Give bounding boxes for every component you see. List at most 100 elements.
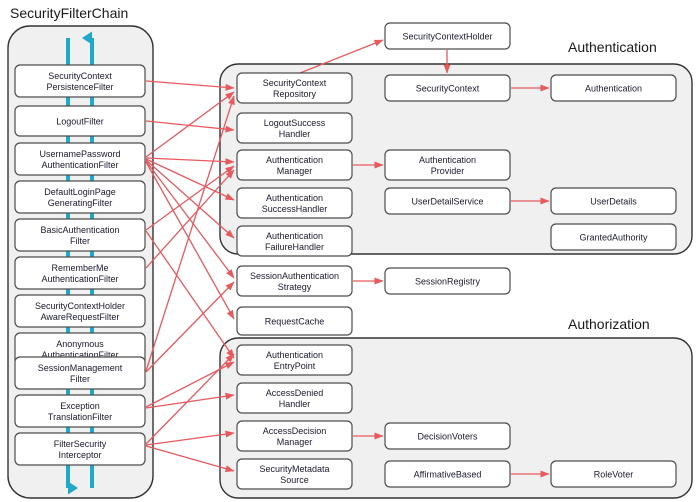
component-box-label: Authentication xyxy=(266,350,323,360)
filter-box-label: AuthenticationFilter xyxy=(41,160,118,170)
edge-f1-scr xyxy=(145,80,235,91)
filter-box-label: FilterSecurity xyxy=(54,439,107,449)
edge-f11-sms xyxy=(145,445,235,473)
component-box-rc[interactable]: RequestCache xyxy=(236,306,353,336)
edge-f11-adm xyxy=(145,430,235,446)
component-box-label: LogoutSuccess xyxy=(264,118,326,128)
component-box-rect xyxy=(236,306,353,336)
filter-box-label: TranslationFilter xyxy=(48,412,112,422)
component-box-label: SecurityContextHolder xyxy=(402,32,492,42)
component-box-label: SecurityMetadata xyxy=(259,464,329,474)
filter-box-label: LogoutFilter xyxy=(56,117,104,127)
filter-box-rect xyxy=(14,294,146,328)
component-box-rv[interactable]: RoleVoter xyxy=(550,460,677,488)
component-box-label: FailureHandler xyxy=(265,242,324,252)
filter-box-f2[interactable]: LogoutFilter xyxy=(14,105,146,137)
filter-box-label: RememberMe xyxy=(51,263,108,273)
group-title-authorization: Authorization xyxy=(568,316,650,332)
component-box-rect xyxy=(384,187,511,215)
edge-f3-rc xyxy=(145,161,235,320)
component-box-label: Strategy xyxy=(278,282,312,292)
edge-f10-adh xyxy=(145,392,235,409)
component-box-label: EntryPoint xyxy=(274,361,316,371)
component-box-rect xyxy=(236,72,353,104)
component-box-label: Authentication xyxy=(585,84,642,94)
filter-box-label: Exception xyxy=(60,401,100,411)
filter-box-label: Anonymous xyxy=(56,339,104,349)
component-box-label: RequestCache xyxy=(265,317,325,327)
filter-box-rect xyxy=(14,142,146,176)
group-title-authentication: Authentication xyxy=(568,39,657,55)
component-box-sc[interactable]: SecurityContext xyxy=(384,74,511,102)
component-box-label: Manager xyxy=(277,166,313,176)
component-box-label: Authentication xyxy=(266,155,323,165)
component-box-ab[interactable]: AffirmativeBased xyxy=(384,460,511,488)
filter-box-label: GeneratingFilter xyxy=(48,198,113,208)
filter-box-rect xyxy=(14,394,146,428)
filter-box-label: SecurityContextHolder xyxy=(35,301,125,311)
component-box-label: AffirmativeBased xyxy=(414,470,482,480)
component-box-label: SessionRegistry xyxy=(415,277,481,287)
component-box-label: Handler xyxy=(279,399,311,409)
component-box-label: UserDetailService xyxy=(411,197,483,207)
filter-box-label: AuthenticationFilter xyxy=(41,274,118,284)
component-box-ud[interactable]: UserDetails xyxy=(550,187,677,215)
component-box-rect xyxy=(384,422,511,450)
edge-f3-scr xyxy=(145,91,235,158)
filter-box-rect xyxy=(14,105,146,137)
component-box-label: Provider xyxy=(431,166,465,176)
component-box-dv[interactable]: DecisionVoters xyxy=(384,422,511,450)
edge-f5-am xyxy=(145,165,235,231)
group-title-chain: SecurityFilterChain xyxy=(10,5,128,21)
edge-f3-afh xyxy=(145,159,235,239)
component-box-label: Authentication xyxy=(266,193,323,203)
component-box-auth[interactable]: Authentication xyxy=(550,74,677,102)
component-box-rect xyxy=(384,460,511,488)
component-box-rect xyxy=(384,267,511,295)
component-box-label: Authentication xyxy=(419,155,476,165)
filter-box-label: AwareRequestFilter xyxy=(41,312,120,322)
filter-box-rect xyxy=(14,180,146,214)
component-box-rect xyxy=(236,265,353,297)
component-box-rect xyxy=(236,382,353,414)
component-box-label: GrantedAuthority xyxy=(579,233,648,243)
component-box-rect xyxy=(236,225,353,257)
component-box-sch[interactable]: SecurityContextHolder xyxy=(384,22,511,50)
filter-box-label: Filter xyxy=(70,236,90,246)
edge-f3-ash xyxy=(145,158,235,201)
filter-box-rect xyxy=(14,256,146,290)
filter-box-label: SecurityContext xyxy=(48,71,112,81)
component-box-ga[interactable]: GrantedAuthority xyxy=(550,223,677,251)
component-box-uds[interactable]: UserDetailService xyxy=(384,187,511,215)
component-box-label: Repository xyxy=(273,89,317,99)
filter-box-label: Interceptor xyxy=(58,450,101,460)
edge-scr-sch xyxy=(299,39,384,74)
component-box-sr[interactable]: SessionRegistry xyxy=(384,267,511,295)
component-box-label: Manager xyxy=(277,437,313,447)
component-box-rect xyxy=(236,344,353,376)
filter-box-rect xyxy=(14,432,146,466)
component-box-rect xyxy=(550,460,677,488)
component-box-rect xyxy=(550,223,677,251)
component-box-rect xyxy=(384,22,511,50)
